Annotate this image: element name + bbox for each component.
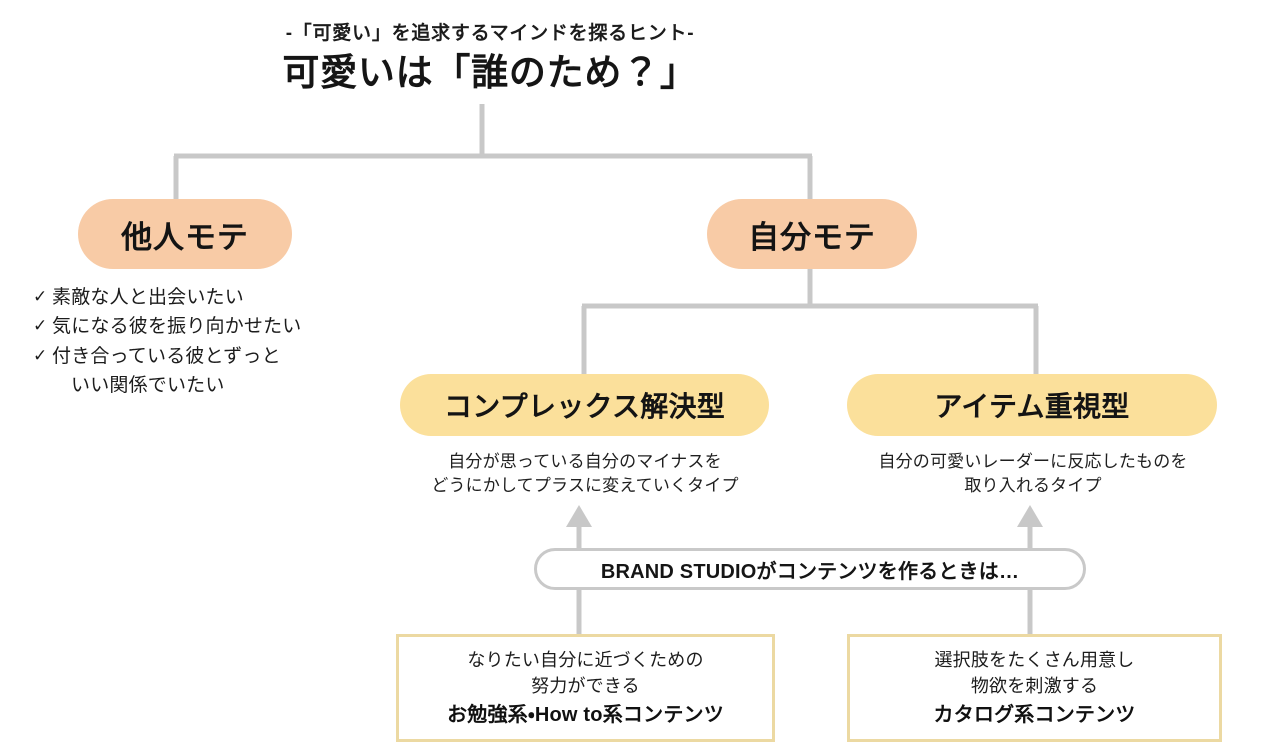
list-item-label: 付き合っている彼とずっと いい関係でいたい: [52, 342, 383, 401]
content-box-study[interactable]: なりたい自分に近づくための 努力ができる お勉強系・How to系コンテンツ: [396, 634, 775, 742]
node-complex-solving-description: 自分が思っている自分のマイナスを どうにかしてプラスに変えていくタイプ: [431, 452, 739, 496]
arrow-head-left: [566, 505, 592, 527]
list-item-label: 素敵な人と出会いたい: [52, 287, 244, 308]
page-title: ‐「可愛い」を追求するマインドを探るヒント‐ 可愛いは「誰のため？」: [0, 22, 980, 95]
content-box-study-emphasis: お勉強系・How to系コンテンツ: [447, 704, 724, 727]
check-icon: ✓: [33, 345, 48, 365]
node-item-focused-label: アイテム重視型: [934, 391, 1130, 422]
title-subtitle: ‐「可愛い」を追求するマインドを探るヒント‐: [285, 23, 695, 44]
node-item-focused-description: 自分の可愛いレーダーに反応したものを 取り入れるタイプ: [878, 452, 1188, 496]
content-box-catalog-emphasis: カタログ系コンテンツ: [933, 704, 1136, 727]
node-item-focused[interactable]: アイテム重視型: [847, 374, 1217, 436]
content-box-catalog[interactable]: 選択肢をたくさん用意し 物欲を刺激する カタログ系コンテンツ: [847, 634, 1222, 742]
content-box-study-lines: なりたい自分に近づくための 努力ができる: [467, 649, 704, 696]
list-item: ✓ 素敵な人と出会いたい: [33, 283, 383, 312]
title-main: 可愛いは「誰のため？」: [282, 51, 698, 93]
other-focused-checklist: ✓ 素敵な人と出会いたい ✓ 気になる彼を振り向かせたい ✓ 付き合っている彼と…: [33, 283, 383, 401]
node-self-focused-label: 自分モテ: [748, 219, 876, 255]
arrow-head-right: [1017, 505, 1043, 527]
brand-studio-banner[interactable]: BRAND STUDIOがコンテンツを作るときは…: [534, 548, 1086, 590]
node-complex-solving[interactable]: コンプレックス解決型: [400, 374, 769, 436]
node-other-focused-label: 他人モテ: [121, 219, 249, 255]
check-icon: ✓: [33, 287, 48, 306]
brand-studio-banner-label: BRAND STUDIOがコンテンツを作るときは…: [600, 560, 1020, 583]
node-self-focused[interactable]: 自分モテ: [707, 199, 917, 269]
list-item-label-line1: 付き合っている彼とずっと: [52, 345, 281, 367]
list-item: ✓ 気になる彼を振り向かせたい: [33, 312, 383, 341]
node-complex-solving-label: コンプレックス解決型: [443, 391, 726, 422]
list-item: ✓ 付き合っている彼とずっと いい関係でいたい: [33, 342, 383, 401]
check-icon: ✓: [33, 316, 48, 336]
content-box-catalog-lines: 選択肢をたくさん用意し 物欲を刺激する: [934, 649, 1135, 696]
list-item-label: 気になる彼を振り向かせたい: [52, 316, 302, 338]
list-item-label-line2: いい関係でいたい: [71, 375, 225, 397]
node-other-focused[interactable]: 他人モテ: [78, 199, 292, 269]
